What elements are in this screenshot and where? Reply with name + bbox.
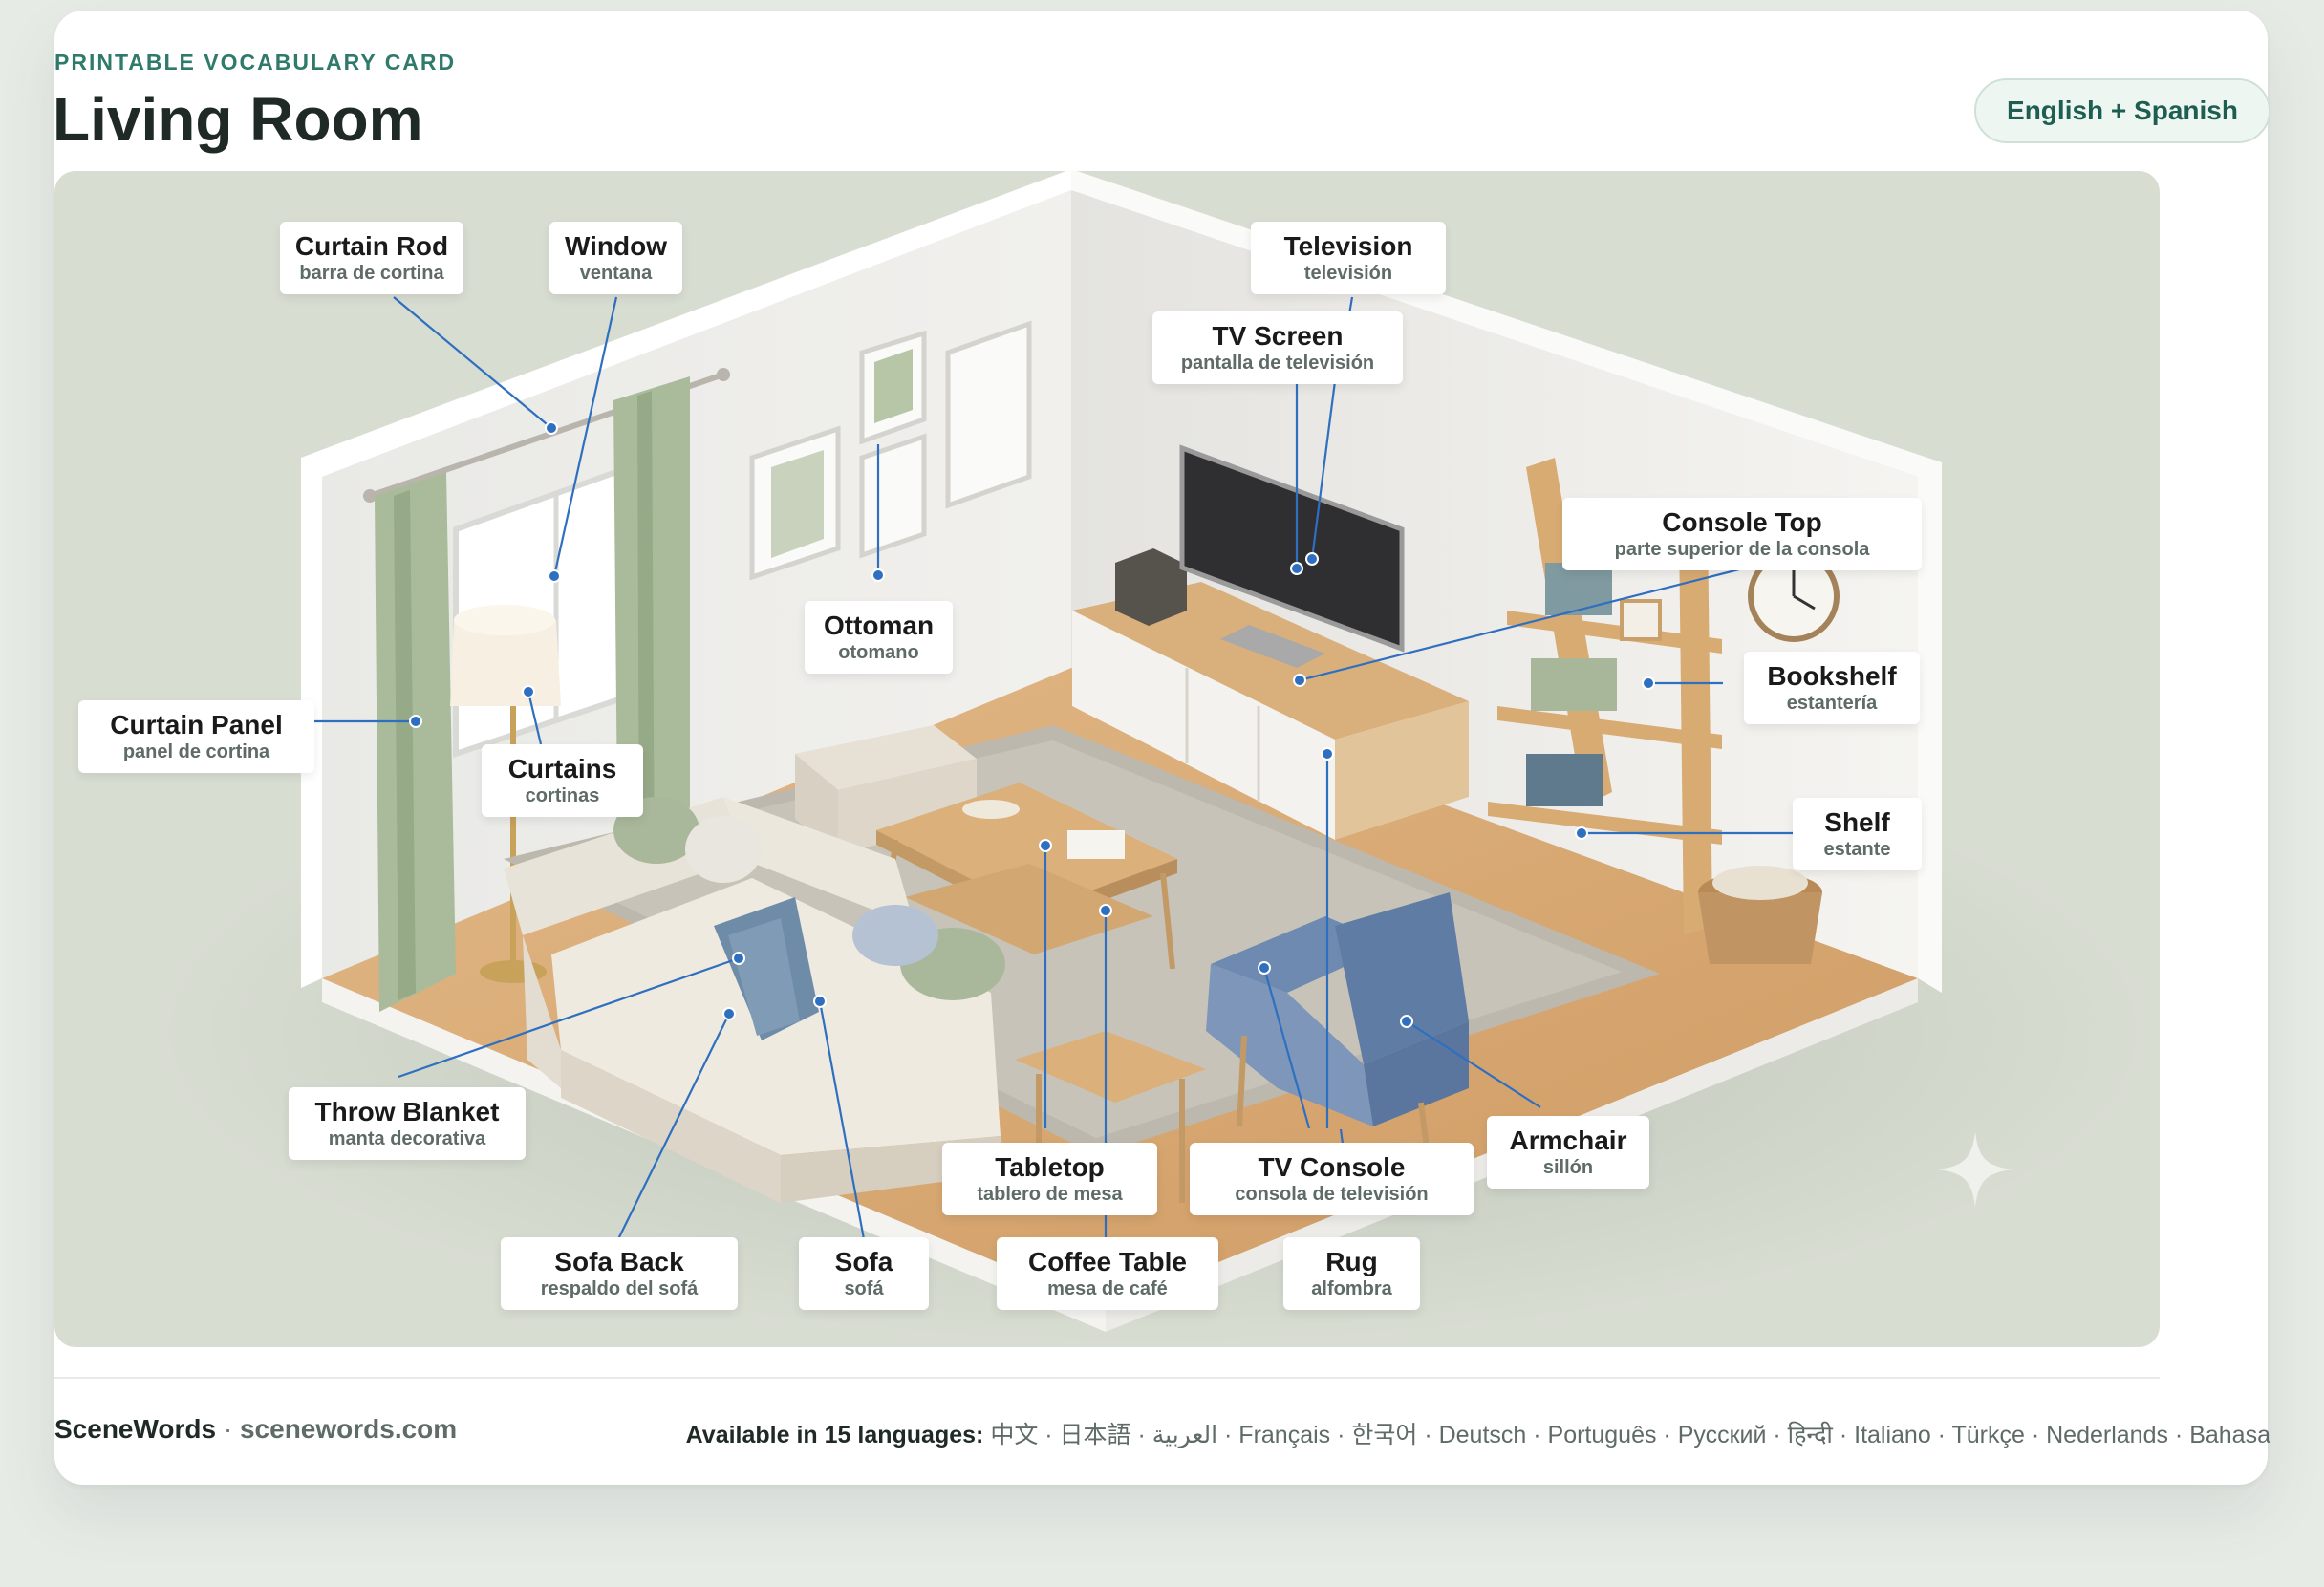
label-spanish: tablero de mesa [977,1184,1123,1205]
label-spanish: cortinas [525,785,600,806]
label-spanish: manta decorativa [328,1128,486,1149]
languages-lead: Available in 15 languages: [685,1422,984,1448]
label-console-top[interactable]: Console Top parte superior de la consola [1562,498,1922,570]
label-english: Console Top [1662,507,1822,537]
label-tabletop[interactable]: Tabletop tablero de mesa [942,1143,1157,1215]
label-english: Sofa [834,1247,893,1276]
label-spanish: televisión [1303,263,1393,284]
label-rug[interactable]: Rug alfombra [1283,1237,1420,1310]
languages-list: 中文 · 日本語 · العربية · Français · 한국어 · De… [990,1422,2270,1448]
label-tv-screen[interactable]: TV Screen pantalla de televisión [1152,311,1403,384]
label-tv-console[interactable]: TV Console consola de televisión [1190,1143,1474,1215]
label-english: Curtains [507,754,617,783]
label-spanish: respaldo del sofá [540,1278,699,1299]
label-television[interactable]: Television televisión [1251,222,1446,294]
label-bookshelf[interactable]: Bookshelf estantería [1744,652,1920,724]
language-pair-badge[interactable]: English + Spanish [1974,78,2270,143]
label-spanish: sofá [844,1278,884,1299]
label-english: TV Console [1258,1152,1406,1182]
room-drawing [150,171,2157,1346]
label-spanish: estante [1823,839,1891,860]
label-english: Throw Blanket [314,1097,500,1126]
label-curtain-rod[interactable]: Curtain Rod barra de cortina [280,222,463,294]
label-english: TV Screen [1212,321,1344,351]
label-english: Armchair [1509,1126,1627,1155]
label-spanish: barra de cortina [299,263,444,284]
label-english: Coffee Table [1028,1247,1187,1276]
brand-site-link[interactable]: scenewords.com [239,1414,458,1444]
label-spanish: parte superior de la consola [1614,539,1870,560]
footer-brand: SceneWords · scenewords.com [54,1414,457,1445]
footer-divider [54,1377,2160,1379]
brand-separator: · [223,1414,233,1444]
room-illustration: Curtain Rod barra de cortina Window vent… [54,171,2160,1347]
label-spanish: otomano [838,642,919,663]
label-english: Curtain Panel [110,710,283,740]
label-spanish: pantalla de televisión [1180,353,1375,374]
label-curtains[interactable]: Curtains cortinas [482,744,643,817]
label-english: Tabletop [995,1152,1105,1182]
label-spanish: alfombra [1311,1278,1392,1299]
label-english: Television [1283,231,1413,261]
label-spanish: panel de cortina [122,741,270,762]
label-english: Curtain Rod [294,231,449,261]
label-spanish: sillón [1542,1157,1594,1178]
label-spanish: consola de televisión [1235,1184,1429,1205]
label-english: Window [564,231,668,261]
label-english: Bookshelf [1767,661,1897,691]
label-ottoman[interactable]: Ottoman otomano [805,601,953,674]
label-spanish: estantería [1786,693,1878,714]
label-spanish: ventana [579,263,653,284]
label-sofa[interactable]: Sofa sofá [799,1237,929,1310]
label-english: Rug [1325,1247,1378,1276]
label-sofa-back[interactable]: Sofa Back respaldo del sofá [501,1237,738,1310]
label-shelf[interactable]: Shelf estante [1793,798,1922,870]
label-window[interactable]: Window ventana [549,222,682,294]
brand-name: SceneWords [54,1414,217,1444]
label-coffee-table[interactable]: Coffee Table mesa de café [997,1237,1218,1310]
footer-languages: Available in 15 languages: 中文 · 日本語 · ال… [686,1416,2270,1450]
sparkle-icon [1937,1131,2013,1208]
label-english: Shelf [1824,807,1890,837]
label-armchair[interactable]: Armchair sillón [1487,1116,1649,1189]
card-eyebrow: PRINTABLE VOCABULARY CARD [54,50,457,75]
label-curtain-panel[interactable]: Curtain Panel panel de cortina [78,700,314,773]
label-throw-blanket[interactable]: Throw Blanket manta decorativa [289,1087,526,1160]
label-english: Sofa Back [554,1247,684,1276]
label-spanish: mesa de café [1047,1278,1168,1299]
page-title: Living Room [53,85,423,154]
label-english: Ottoman [823,611,935,640]
